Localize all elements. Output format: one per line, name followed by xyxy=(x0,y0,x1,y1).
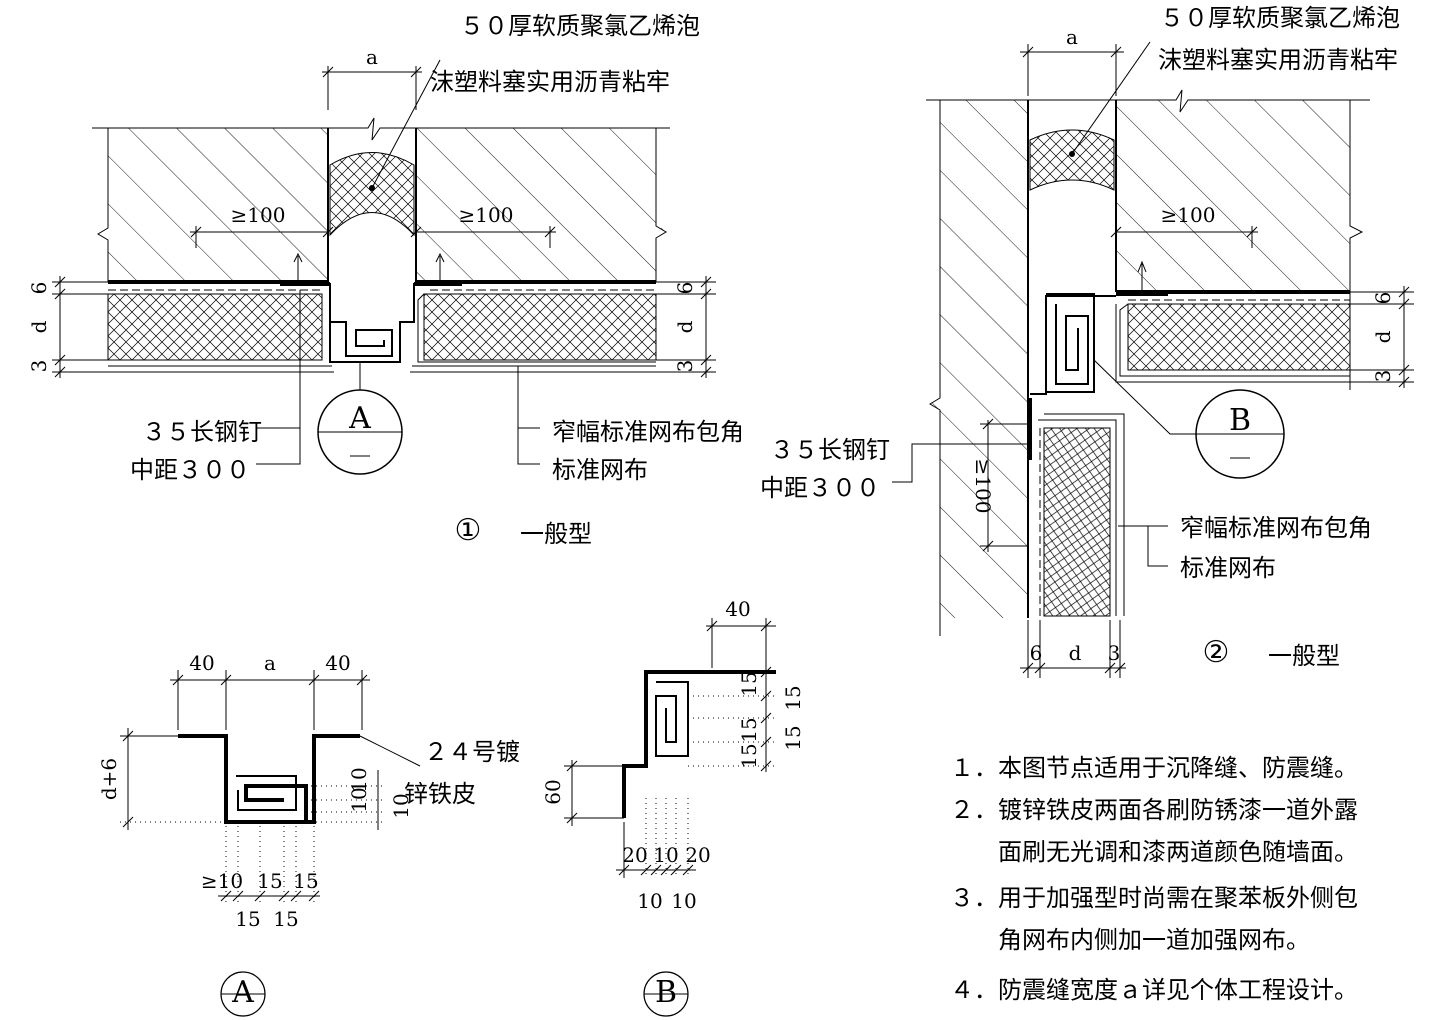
detail-A-dim-40-left: 40 xyxy=(189,651,214,675)
detail-B-bottom-20b: 20 xyxy=(685,843,710,867)
detail-2-caption: 一般型 xyxy=(1268,642,1340,670)
note-1: １．本图节点适用于沉降缝、防震缝。 xyxy=(950,754,1358,782)
dim-6-left: 6 xyxy=(27,282,51,295)
dim-6-2-bottom: 6 xyxy=(1030,641,1043,665)
detail-A-sheet-line2: 锌铁皮 xyxy=(404,780,476,808)
detail-B-dim-40: 40 xyxy=(725,597,750,621)
foam-plug xyxy=(329,152,415,237)
foam-note-1-line2: 沫塑料塞实用沥青粘牢 xyxy=(430,68,670,96)
dim-3-2-bottom: 3 xyxy=(1108,641,1121,665)
mesh-note-2-line2: 标准网布 xyxy=(1180,554,1276,582)
detail-A: 40 a 40 d+6 10 10 10 ≥10 15 15 15 15 ２４号… xyxy=(97,651,520,1017)
detail-B-dim-15d: 15 xyxy=(781,685,805,710)
insulation-2-side xyxy=(1043,427,1111,617)
detail-2: a ≥100 ≥100 6 d 3 6 d 3 xyxy=(760,4,1414,678)
insulation-right xyxy=(423,293,657,361)
nail-note-2-line1: ３５长钢钉 xyxy=(770,436,890,464)
notes-block: １．本图节点适用于沉降缝、防震缝。 ２．镀锌铁皮两面各刷防锈漆一道外露 面刷无光… xyxy=(950,754,1358,1004)
note-2-line2: 面刷无光调和漆两道颜色随墙面。 xyxy=(950,838,1358,866)
dim-3-right: 3 xyxy=(673,360,697,373)
note-4: ４．防震缝宽度ａ详见个体工程设计。 xyxy=(950,976,1358,1004)
wall-right-hatch xyxy=(416,128,666,282)
mesh-note-1-line2: 标准网布 xyxy=(552,456,648,484)
detail-A-bottom-ge10: ≥10 xyxy=(201,869,243,893)
detail-B-bottom-10a: 10 xyxy=(653,843,678,867)
detail-B-dim-15a: 15 xyxy=(737,671,761,696)
detail-B-label: B xyxy=(655,975,677,1010)
wall-2-left-hatch xyxy=(930,100,1028,618)
detail-A-bottom-15a: 15 xyxy=(257,869,282,893)
detail-B-bottom-20a: 20 xyxy=(622,843,647,867)
detail-B-dim-15e: 15 xyxy=(781,725,805,750)
dim-d-2-right: d xyxy=(1371,330,1395,343)
foam-note-1-line1: ５０厚软质聚氯乙烯泡 xyxy=(460,12,700,40)
detail-B: 40 15 15 15 15 15 60 20 10 20 10 10 B xyxy=(541,597,805,1017)
detail-A-dim-10a: 10 xyxy=(347,787,371,812)
detail-A-bottom-15c: 15 xyxy=(235,907,260,931)
detail-A-dim-10c: 10 xyxy=(389,793,413,818)
dim-100-2-side: ≥100 xyxy=(971,459,995,514)
detail-A-label: A xyxy=(231,975,254,1010)
dim-a-2-label: a xyxy=(1066,25,1078,49)
dim-3-left: 3 xyxy=(27,360,51,373)
note-2-line1: ２．镀锌铁皮两面各刷防锈漆一道外露 xyxy=(950,796,1358,824)
mesh-note-1-line1: 窄幅标准网布包角 xyxy=(552,418,744,446)
dim-d-2-bottom: d xyxy=(1069,641,1082,665)
dim-6-2-right: 6 xyxy=(1371,292,1395,305)
detail-1: a ≥100 ≥100 6 d 3 6 d 3 A xyxy=(27,12,744,548)
metal-sheet-B xyxy=(1030,293,1116,395)
dim-100-right-label: ≥100 xyxy=(459,203,514,227)
callout-B-label: B xyxy=(1229,403,1251,438)
dim-100-2-top: ≥100 xyxy=(1161,203,1216,227)
dim-a-label: a xyxy=(366,45,378,69)
foam-note-2-line2: 沫塑料塞实用沥青粘牢 xyxy=(1158,46,1398,74)
insulation-left xyxy=(107,293,323,361)
foam-note-2-line1: ５０厚软质聚氯乙烯泡 xyxy=(1160,4,1400,32)
foam-plug-2 xyxy=(1029,129,1115,191)
detail-A-dim-a: a xyxy=(264,651,276,675)
dim-6-right: 6 xyxy=(673,282,697,295)
sheet-B-profile xyxy=(622,670,776,818)
detail-A-dim-40-right: 40 xyxy=(325,651,350,675)
insulation-2-top xyxy=(1127,303,1351,371)
detail-B-dim-15b: 15 xyxy=(737,717,761,742)
note-3-line2: 角网布内侧加一道加强网布。 xyxy=(950,926,1310,954)
detail-A-sheet-line1: ２４号镀 xyxy=(424,738,520,766)
detail-A-bottom-15d: 15 xyxy=(273,907,298,931)
nail-note-1-line1: ３５长钢钉 xyxy=(142,418,262,446)
detail-B-dim-15c: 15 xyxy=(737,743,761,768)
wall-2-right-hatch xyxy=(1116,100,1362,292)
dim-d-right: d xyxy=(673,320,697,333)
wall-left-hatch xyxy=(98,128,328,282)
detail-2-number: ② xyxy=(1203,635,1230,670)
callout-A-label: A xyxy=(348,401,371,436)
detail-A-dim-10b: 10 xyxy=(347,767,371,792)
detail-B-bottom-10b: 10 xyxy=(637,889,662,913)
detail-1-number: ① xyxy=(455,513,482,548)
detail-1-caption: 一般型 xyxy=(520,520,592,548)
detail-B-bottom-10c: 10 xyxy=(671,889,696,913)
note-3-line1: ３．用于加强型时尚需在聚苯板外侧包 xyxy=(950,884,1358,912)
dim-100-left-label: ≥100 xyxy=(231,203,286,227)
dim-3-2-right: 3 xyxy=(1371,370,1395,383)
detail-B-dim-60: 60 xyxy=(541,779,565,804)
nail-note-1-line2: 中距３００ xyxy=(130,456,250,484)
detail-A-bottom-15b: 15 xyxy=(293,869,318,893)
dim-d-left: d xyxy=(27,320,51,333)
detail-A-dim-d6: d+6 xyxy=(97,758,121,800)
nail-note-2-line2: 中距３００ xyxy=(760,474,880,502)
mesh-note-2-line1: 窄幅标准网布包角 xyxy=(1180,514,1372,542)
